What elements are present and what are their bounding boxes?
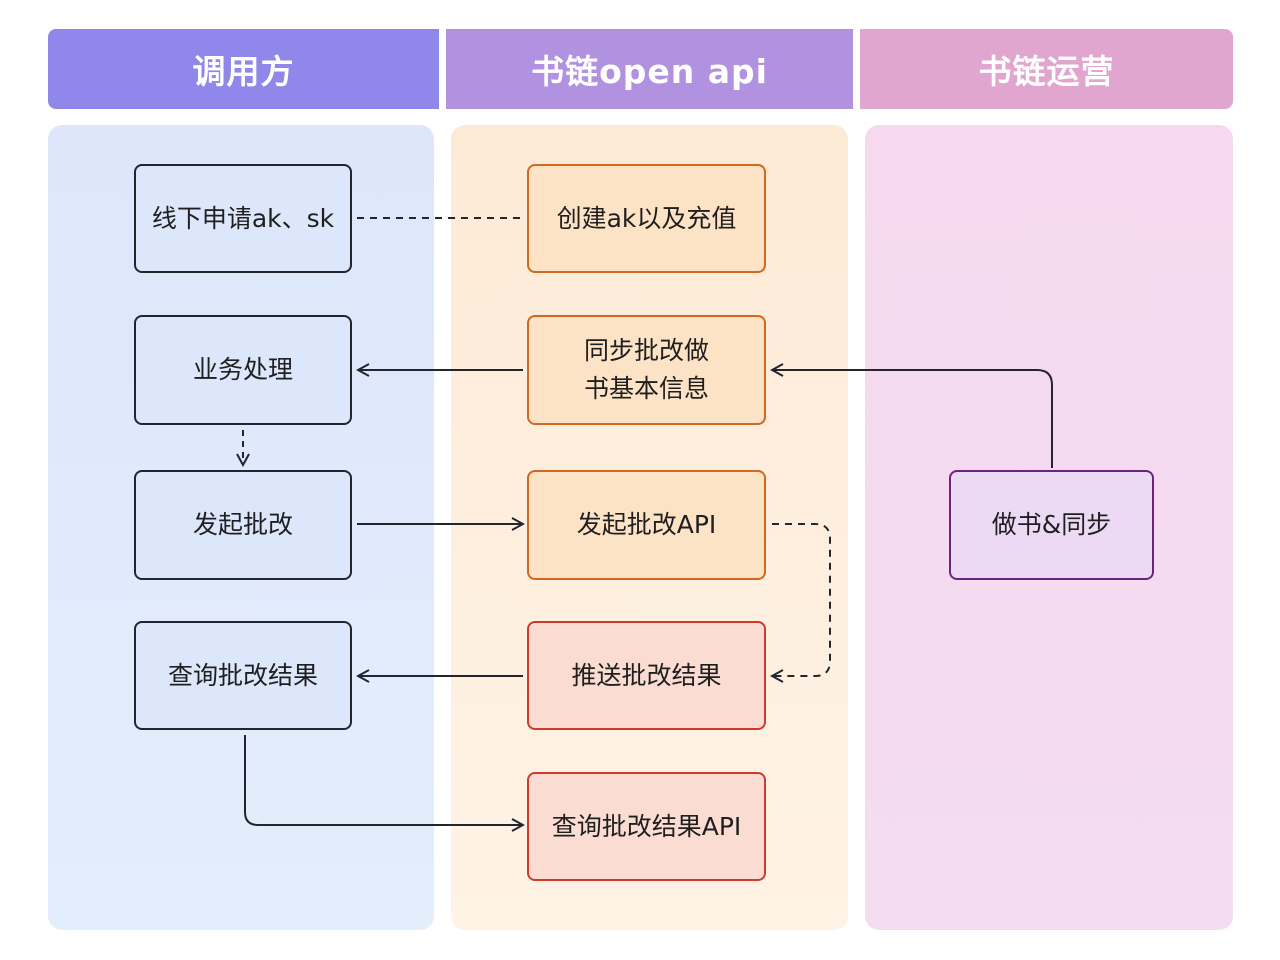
node-query-correction-result: 查询批改结果 <box>134 621 352 730</box>
node-sync-book-info: 同步批改做 书基本信息 <box>527 315 766 425</box>
node-business-processing: 业务处理 <box>134 315 352 425</box>
node-offline-apply-ak-sk: 线下申请ak、sk <box>134 164 352 273</box>
lane-header-caller: 调用方 <box>48 29 439 109</box>
node-query-correction-result-api: 查询批改结果API <box>527 772 766 881</box>
lane-header-operations: 书链运营 <box>860 29 1233 109</box>
node-push-correction-result: 推送批改结果 <box>527 621 766 730</box>
lane-header-open-api: 书链open api <box>446 29 853 109</box>
node-start-correction-api: 发起批改API <box>527 470 766 580</box>
node-create-ak-and-recharge: 创建ak以及充值 <box>527 164 766 273</box>
node-make-book-and-sync: 做书&同步 <box>949 470 1154 580</box>
node-start-correction: 发起批改 <box>134 470 352 580</box>
